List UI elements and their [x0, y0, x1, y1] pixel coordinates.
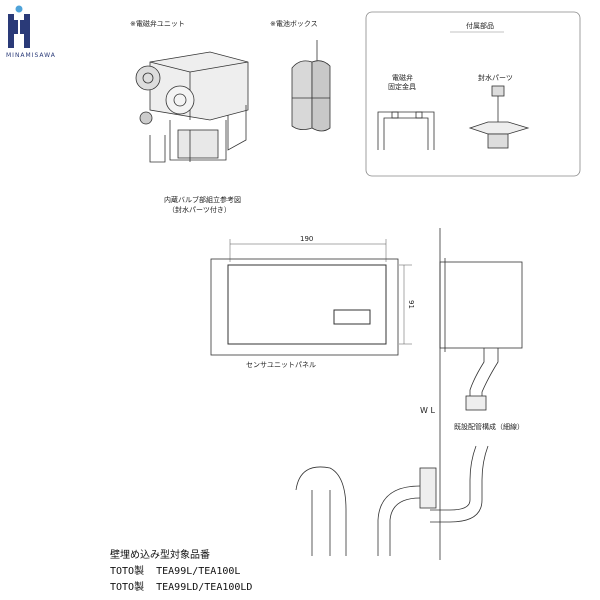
internal-valve-label-1: 内蔵バルブ部組立参考図 — [164, 196, 241, 204]
valve-unit-label: ※電磁弁ユニット — [130, 20, 185, 28]
bracket-drawing — [377, 111, 435, 150]
internal-valve-label-2: （封水パーツ付き） — [168, 206, 231, 214]
dimension-width-label: 190 — [300, 235, 314, 243]
seal-parts-label: 封水パーツ — [478, 74, 513, 82]
footer-line-1: TOTO製 TEA99L/TEA100L — [110, 566, 241, 577]
footer-line-2: TOTO製 TEA99LD/TEA100LD — [110, 582, 253, 593]
battery-box-label: ※電池ボックス — [270, 20, 318, 28]
sensor-panel-drawing — [210, 258, 399, 356]
footer-title: 壁埋め込み型対象品番 — [110, 550, 210, 561]
brand-logo-icon — [8, 5, 30, 48]
battery-box-drawing — [291, 40, 331, 132]
solenoid-valve-unit-drawing — [135, 51, 249, 163]
existing-piping-label: 既設配管構成（細線） — [454, 423, 524, 431]
dimension-height-label: 91 — [406, 300, 415, 309]
brand-logo-text: MINAMISAWA — [6, 52, 56, 59]
footer-block: 壁埋め込み型対象品番 TOTO製 TEA99L/TEA100L TOTO製 TE… — [110, 548, 252, 596]
sensor-panel-label: センサユニットパネル — [246, 361, 316, 369]
solenoid-bracket-label-1: 電磁弁 — [392, 74, 413, 82]
seal-parts-drawing — [468, 85, 530, 149]
accessories-frame — [365, 11, 581, 177]
water-level-label: W L — [420, 406, 435, 415]
accessories-label: 付属部品 — [466, 22, 494, 30]
dimension-lines — [229, 239, 412, 345]
side-view-drawing — [295, 228, 523, 560]
solenoid-bracket-label-2: 固定金具 — [388, 83, 416, 91]
